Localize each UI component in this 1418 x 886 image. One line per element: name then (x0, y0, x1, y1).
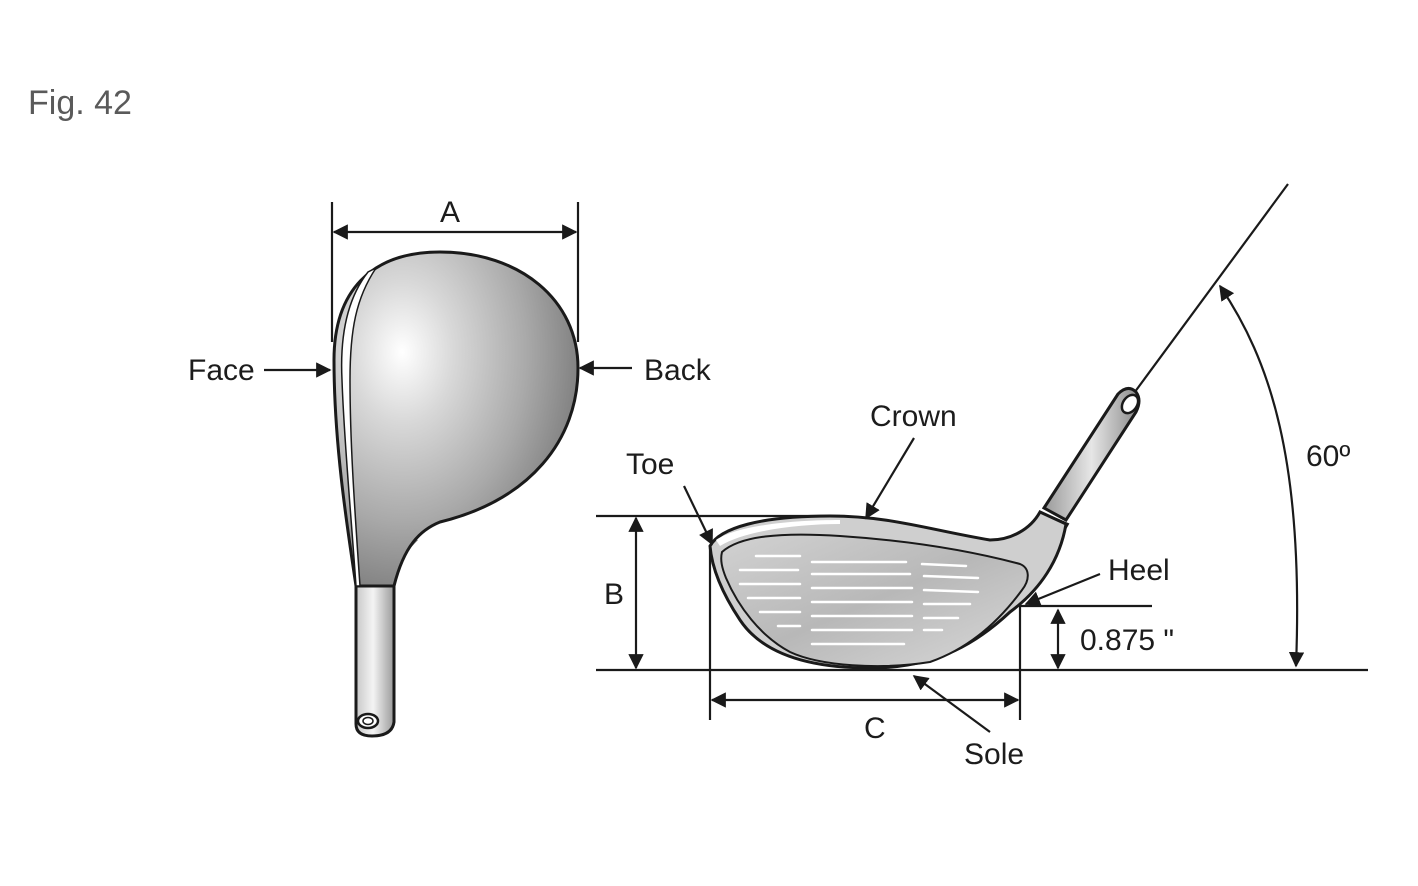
dimension-a-label: A (440, 196, 460, 229)
toe-label: Toe (626, 448, 674, 481)
heel-height-label: 0.875 " (1080, 624, 1174, 657)
club-face (720, 533, 1029, 668)
figure-label: Fig. 42 (28, 84, 132, 122)
dimension-b-label: B (604, 578, 624, 611)
back-label: Back (644, 354, 712, 387)
club-head-top (332, 250, 580, 588)
sole-label: Sole (964, 738, 1024, 771)
front-view: B C 0.875 " Crown Toe Heel Sole 60º (596, 183, 1368, 771)
lie-angle-arc (1219, 284, 1305, 668)
shaft-end-ring (356, 712, 380, 730)
sole-pointer (912, 675, 991, 733)
hosel-tip (1120, 393, 1140, 415)
shaft-line (1125, 183, 1289, 405)
lie-angle-label: 60º (1306, 440, 1350, 473)
face-label: Face (188, 354, 255, 387)
crown-pointer (865, 437, 915, 520)
shaft-top-view (354, 582, 396, 738)
face-grooves (738, 554, 980, 646)
heel-label: Heel (1108, 554, 1170, 587)
heel-pointer (1024, 572, 1101, 606)
hosel (1041, 387, 1141, 522)
toe-pointer (683, 485, 713, 546)
dimension-c-label: C (864, 712, 886, 745)
crown-label: Crown (870, 400, 957, 433)
face-edge (340, 266, 379, 587)
top-view: A Face Back (188, 196, 712, 738)
